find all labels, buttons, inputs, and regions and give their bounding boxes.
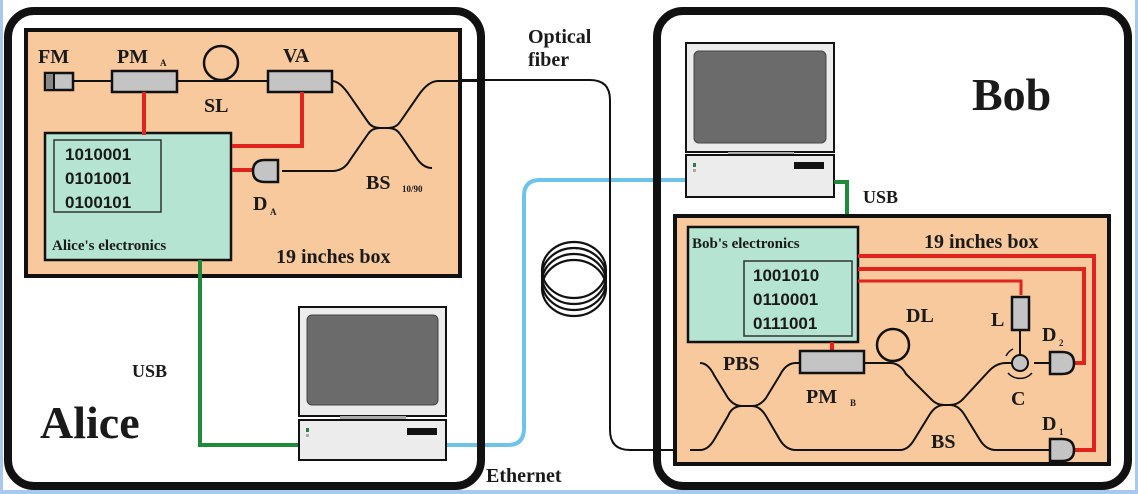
- alice-frame: [4, 7, 485, 490]
- bob-name: Bob: [972, 69, 1051, 120]
- label-da: D: [253, 193, 267, 215]
- laser-icon: [1010, 295, 1031, 332]
- ethernet-cable: [446, 178, 688, 447]
- label-l: L: [991, 309, 1004, 331]
- label-pm-b: PM: [806, 386, 837, 408]
- label-d1-sub: 1: [1059, 427, 1064, 437]
- fiber-spool-icon: [540, 240, 608, 318]
- label-dl: DL: [906, 305, 934, 327]
- bob-usb-label: USB: [863, 187, 898, 207]
- label-pm-a-sub: A: [160, 58, 167, 68]
- alice-phase-modulator-icon: [110, 69, 179, 94]
- bob-bits-row-3: 0111001: [753, 314, 817, 333]
- label-sl: SL: [204, 95, 228, 117]
- ethernet-label: Ethernet: [486, 465, 562, 487]
- bob-box-label: 19 inches box: [924, 231, 1038, 253]
- optical-fiber-label-2: fiber: [528, 49, 569, 71]
- label-pm-a: PM: [117, 46, 148, 68]
- label-d1: D: [1042, 413, 1056, 435]
- alice-bs-lower: [282, 127, 433, 172]
- bob-bits-display: [743, 260, 853, 337]
- bob-frame: [653, 7, 1132, 490]
- bob-phase-modulator-icon: [798, 349, 866, 375]
- label-d2: D: [1042, 324, 1056, 346]
- bob-electrical-laser: [858, 279, 1023, 295]
- optical-fiber-link: [462, 79, 690, 451]
- label-d2-sub: 2: [1059, 338, 1064, 348]
- alice-electrical-va: [232, 92, 304, 148]
- variable-attenuator-icon: [266, 69, 334, 94]
- label-va: VA: [283, 45, 310, 67]
- alice-usb-label: USB: [132, 361, 167, 381]
- label-da-sub: A: [270, 207, 277, 217]
- circulator-icon: [1005, 348, 1033, 380]
- bob-electrical-d2: [858, 267, 1086, 365]
- bob-detector-d2-icon: [1048, 350, 1076, 376]
- label-pm-b-sub: B: [850, 398, 856, 408]
- alice-usb-cable: [198, 260, 300, 447]
- label-bs-alice-sub: 10/90: [402, 184, 423, 194]
- bob-usb-cable: [834, 180, 849, 228]
- bob-electronics-label: Bob's electronics: [692, 236, 800, 252]
- bob-bits-row-1: 1001010: [753, 266, 819, 285]
- label-bs-bob: BS: [931, 431, 955, 453]
- alice-bits-row-2: 0101001: [65, 169, 131, 188]
- alice-box-label: 19 inches box: [276, 246, 390, 268]
- alice-bits-row-1: 1010001: [65, 145, 131, 164]
- label-bs-alice: BS: [366, 172, 390, 194]
- optical-fiber-label-1: Optical: [528, 26, 592, 48]
- bob-detector-d1-icon: [1048, 437, 1076, 463]
- faraday-mirror-icon: [43, 71, 75, 92]
- label-c: C: [1011, 388, 1025, 410]
- alice-electronics-label: Alice's electronics: [52, 238, 166, 254]
- label-pbs: PBS: [723, 353, 760, 375]
- bob-computer-icon: [685, 42, 835, 198]
- delay-line-icon: [875, 327, 911, 363]
- alice-detector-icon: [251, 158, 280, 184]
- bob-bits-row-2: 0110001: [753, 290, 818, 309]
- alice-bits-display: [53, 139, 162, 213]
- alice-bits-row-3: 0100101: [65, 193, 131, 212]
- alice-computer-icon: [298, 306, 447, 461]
- bob-electrical-d1: [858, 254, 1096, 452]
- bob-fiber-network: [690, 362, 1050, 451]
- storage-line-icon: [202, 44, 240, 82]
- label-fm: FM: [38, 46, 69, 68]
- alice-name: Alice: [40, 397, 140, 448]
